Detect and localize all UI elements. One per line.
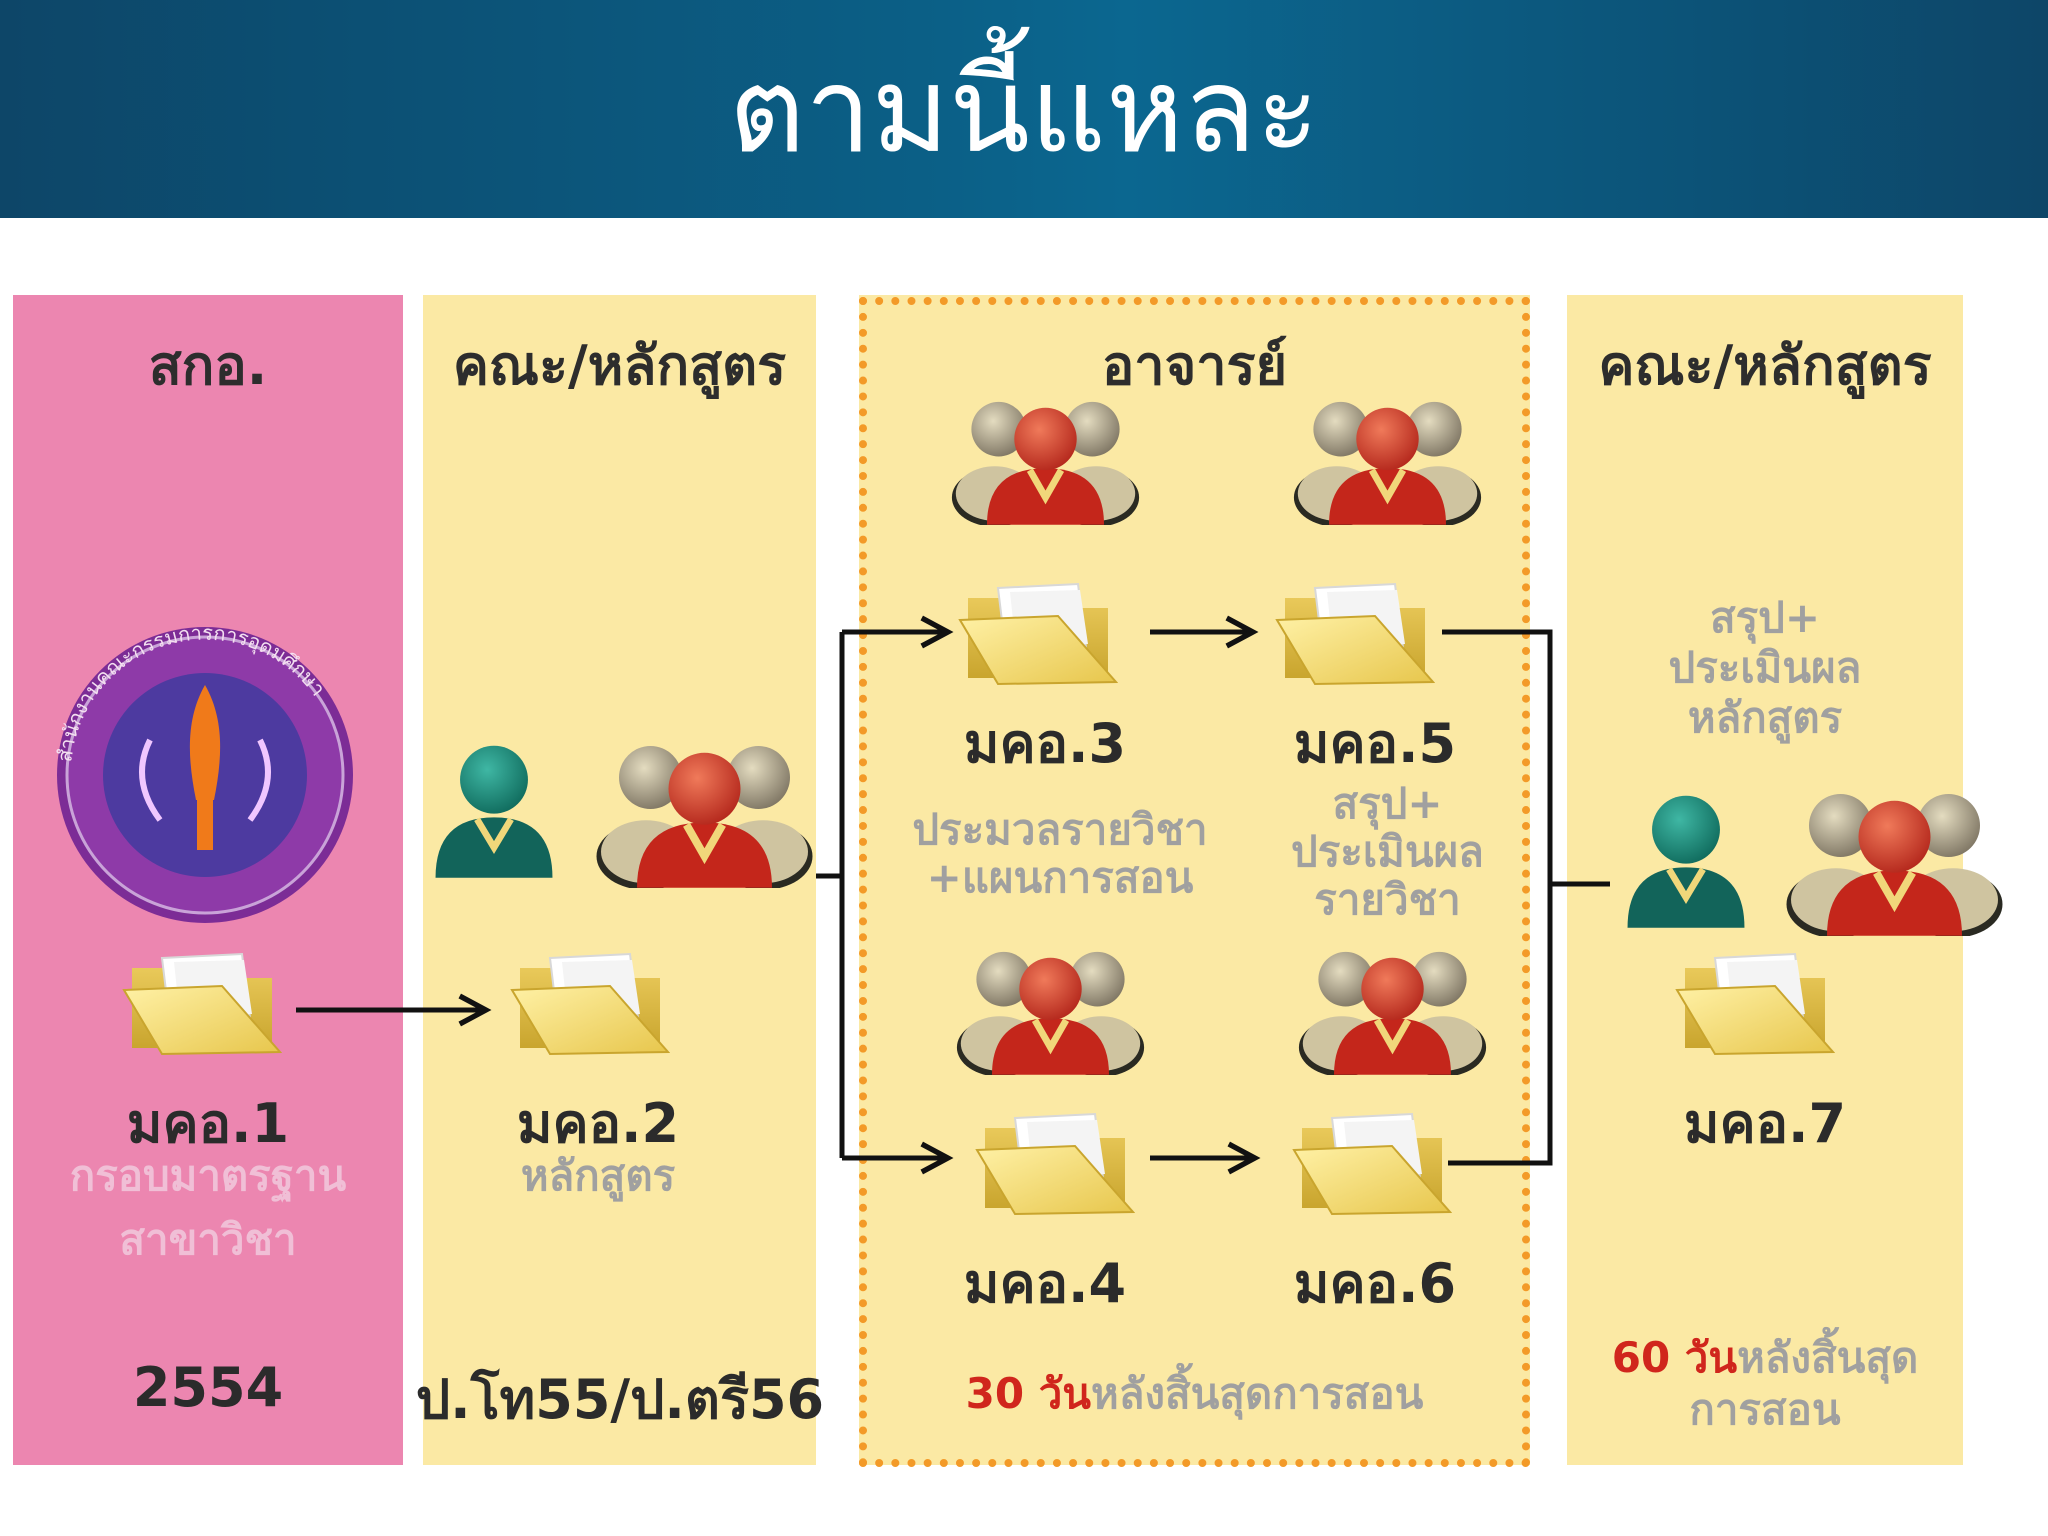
mko7-desc-line3: หลักสูตร — [1687, 693, 1843, 742]
mko7-desc-line1: สรุป+ — [1709, 593, 1821, 642]
mko1-desc-line2: สาขาวิชา — [119, 1215, 297, 1264]
people-group-icon — [1299, 952, 1486, 1077]
person-icon — [1628, 796, 1745, 928]
folder-icon-mko5 — [1276, 583, 1434, 685]
faculty-deadline-text1: หลังสิ้นสุด — [1737, 1333, 1919, 1382]
ohec-seal-icon: สำนักงานคณะกรรมการการอุดมศึกษา — [52, 621, 353, 923]
people-group-icon — [1787, 794, 2003, 938]
faculty-deadline-line2: การสอน — [1689, 1385, 1841, 1434]
mko2-desc: หลักสูตร — [520, 1151, 676, 1200]
column-header-faculty: คณะ/หลักสูตร — [452, 334, 787, 397]
mko56-desc-line1: สรุป+ — [1332, 779, 1443, 828]
folder-icon-mko4 — [976, 1113, 1134, 1215]
teacher-deadline-text: หลังสิ้นสุดการสอน — [1091, 1369, 1424, 1418]
mko34-desc-line1: ประมวลรายวิชา — [912, 805, 1208, 854]
mko6-label: มคอ.6 — [1293, 1252, 1457, 1315]
teacher-deadline-days: 30 วัน — [965, 1369, 1092, 1418]
people-group-icon — [957, 952, 1144, 1077]
folder-icon-mko6 — [1293, 1113, 1451, 1215]
folder-icon-mko7 — [1676, 953, 1834, 1055]
people-group-icon — [597, 746, 813, 890]
flow-connectors — [296, 632, 1610, 1163]
ohec-year: 2554 — [132, 1356, 284, 1419]
faculty-deadline-days: 60 วัน — [1611, 1333, 1738, 1382]
folder-icon-mko3 — [959, 583, 1117, 685]
folder-icon-mko1 — [123, 953, 281, 1055]
mko56-desc-line2: ประเมินผล — [1291, 827, 1484, 876]
folder-icon-mko2 — [511, 953, 669, 1055]
mko1-label: มคอ.1 — [126, 1092, 290, 1155]
column-header-faculty-end: คณะ/หลักสูตร — [1598, 334, 1932, 397]
people-group-icon — [1294, 402, 1481, 527]
mko56-desc-line3: รายวิชา — [1314, 875, 1461, 924]
faculty-deadline: 60 วันหลังสิ้นสุด — [1567, 1332, 1963, 1384]
mko4-label: มคอ.4 — [963, 1252, 1127, 1315]
mko1-desc-line1: กรอบมาตรฐาน — [69, 1151, 347, 1200]
page-title: ตามนี้แหละ — [728, 41, 1320, 179]
header-bar — [0, 0, 2048, 218]
mko5-label: มคอ.5 — [1293, 712, 1457, 775]
mko7-label: มคอ.7 — [1683, 1092, 1847, 1155]
teacher-deadline: 30 วันหลังสิ้นสุดการสอน — [859, 1368, 1530, 1420]
person-icon — [436, 746, 553, 878]
column-header-teacher: อาจารย์ — [1101, 334, 1288, 397]
column-header-ohec: สกอ. — [148, 334, 268, 397]
mko7-desc-line2: ประเมินผล — [1668, 643, 1862, 692]
people-group-icon — [952, 402, 1139, 527]
teacher-dashed-border — [859, 297, 1530, 1467]
mko34-desc-line2: +แผนการสอน — [926, 853, 1194, 902]
mko2-label: มคอ.2 — [516, 1092, 680, 1155]
faculty-year: ป.โท55/ป.ตรี56 — [415, 1368, 825, 1431]
mko3-label: มคอ.3 — [963, 712, 1127, 775]
